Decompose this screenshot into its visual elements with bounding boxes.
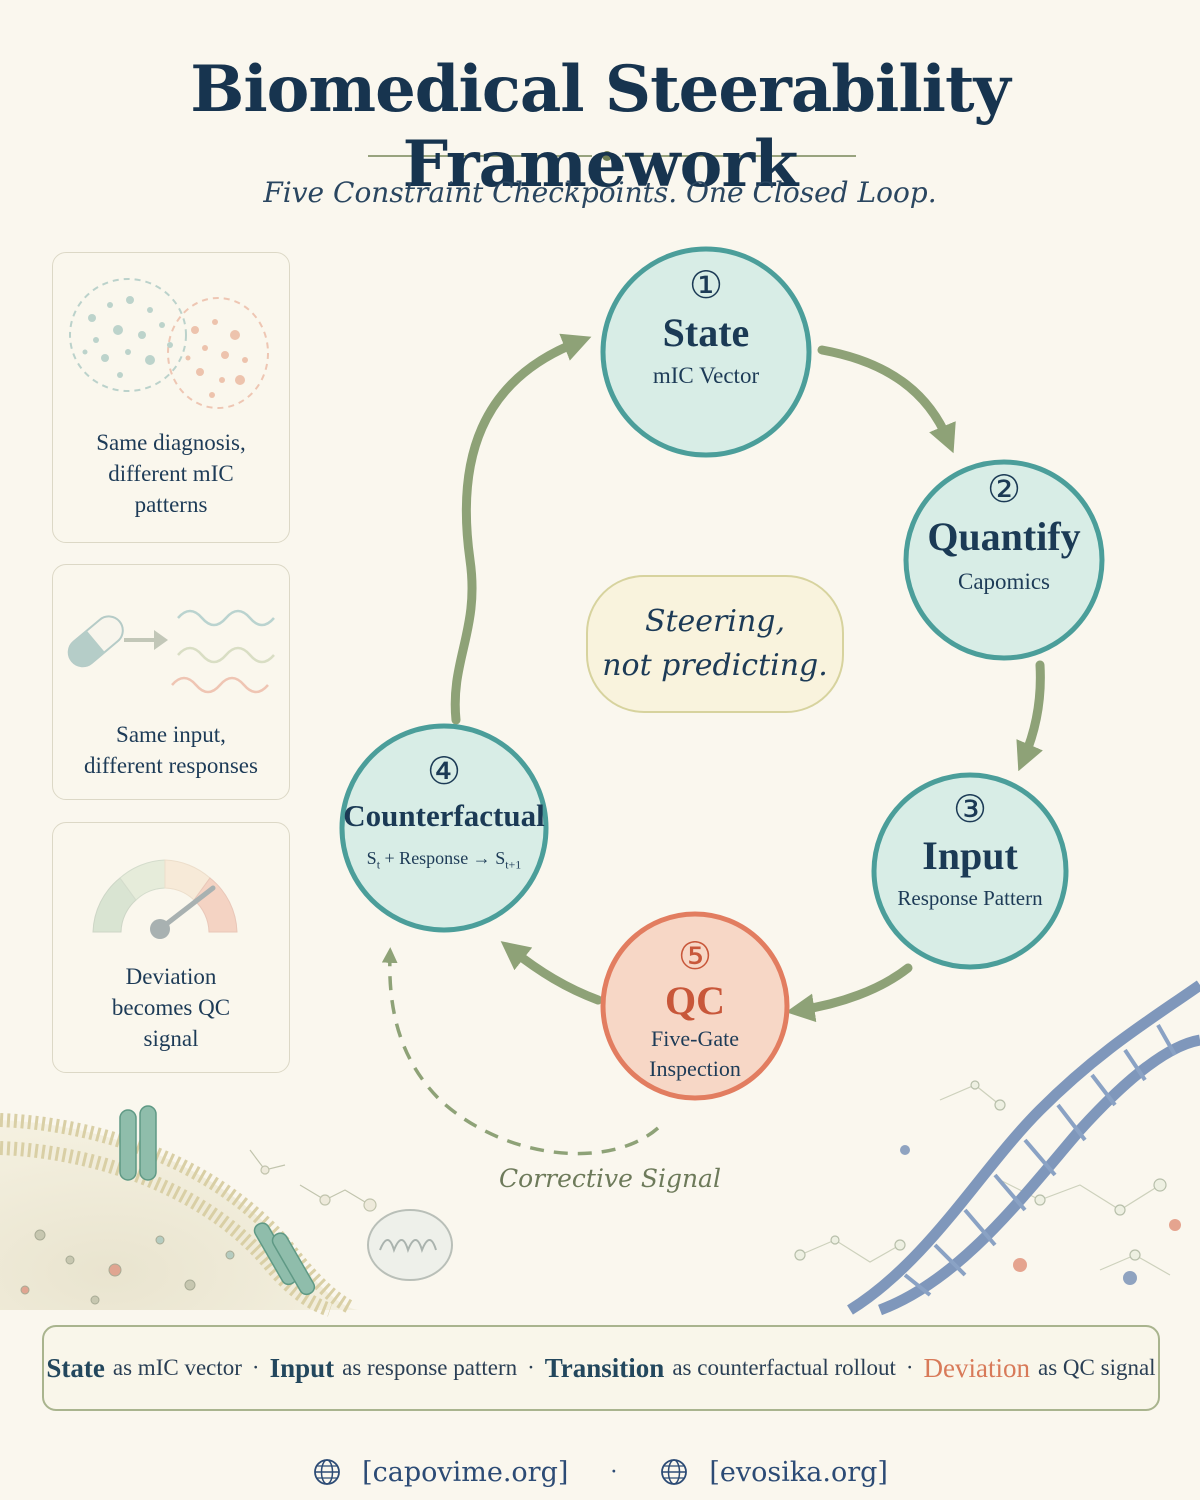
side-card-diagnosis: Same diagnosis, different mIC patterns [52, 252, 290, 543]
arrow-counterfactual-to-state [450, 333, 592, 725]
footer: [capovime.org] · [evosika.org] [0, 1452, 1200, 1492]
title-divider-ornament [368, 151, 856, 161]
footer-link-capovime[interactable]: [capovime.org] [312, 1457, 568, 1488]
corrective-signal-arrow [381, 947, 660, 1156]
node-state-circle [600, 246, 812, 458]
legend-keyword-state: State [46, 1352, 105, 1383]
node-counterfactual-circle [339, 723, 549, 933]
node-input-circle [871, 772, 1069, 970]
corrective-signal-label: Corrective Signal [499, 1164, 721, 1193]
legend-separator: · [905, 1355, 914, 1380]
side-card-input: Same input, different responses [52, 564, 290, 800]
node-input: ③ Input Response Pattern [897, 787, 1043, 910]
legend-text-transition: as counterfactual rollout [672, 1355, 896, 1380]
footer-separator: · [610, 1459, 618, 1485]
globe-icon [314, 1459, 340, 1485]
node-state: ① State mIC Vector [652, 263, 760, 388]
side-card-input-text: Same input, different responses [84, 722, 258, 778]
legend-keyword-transition: Transition [544, 1352, 665, 1383]
legend-separator: · [251, 1355, 260, 1380]
center-note: Steering, not predicting. [586, 575, 844, 713]
node-quantify: ② Quantify Capomics [927, 467, 1081, 594]
arrow-input-to-qc [785, 963, 913, 1023]
node-counterfactual: ④ Counterfactual St + Response → St+1 [340, 748, 548, 885]
node-qc-circle [600, 911, 790, 1101]
side-card-diagnosis-text: Same diagnosis, different mIC patterns [96, 430, 246, 517]
loop-arrows [450, 333, 1045, 1023]
side-card-deviation: Deviation becomes QC signal [52, 822, 290, 1073]
globe-icon [661, 1459, 688, 1485]
footer-link-evosika[interactable]: [evosika.org] [659, 1457, 888, 1488]
dna-helix-illustration [794, 980, 1200, 1316]
legend-text-state: as mIC vector [112, 1355, 242, 1380]
arrow-state-to-quantify [817, 345, 956, 454]
arrow-quantify-to-input [1016, 660, 1045, 772]
legend-keyword-input: Input [269, 1352, 335, 1383]
legend-bar: State as mIC vector · Input as response … [42, 1325, 1160, 1411]
legend-keyword-deviation: Deviation [923, 1352, 1031, 1383]
legend-text-input: as response pattern [342, 1355, 518, 1380]
side-card-deviation-text: Deviation becomes QC signal [111, 964, 231, 1051]
page-subtitle: Five Constraint Checkpoints. One Closed … [263, 176, 937, 209]
legend-text-deviation: as QC signal [1038, 1355, 1156, 1380]
arrow-qc-to-counterfactual [500, 941, 603, 1005]
node-quantify-circle [903, 459, 1105, 661]
cell-membrane-illustration [0, 1105, 453, 1317]
page-title: Biomedical Steerability Framework [190, 52, 1010, 202]
node-qc: ⑤ QC Five-Gate Inspection [649, 934, 741, 1081]
legend-separator: · [527, 1355, 535, 1380]
transition-formula: St + Response → St+1 [366, 848, 522, 872]
